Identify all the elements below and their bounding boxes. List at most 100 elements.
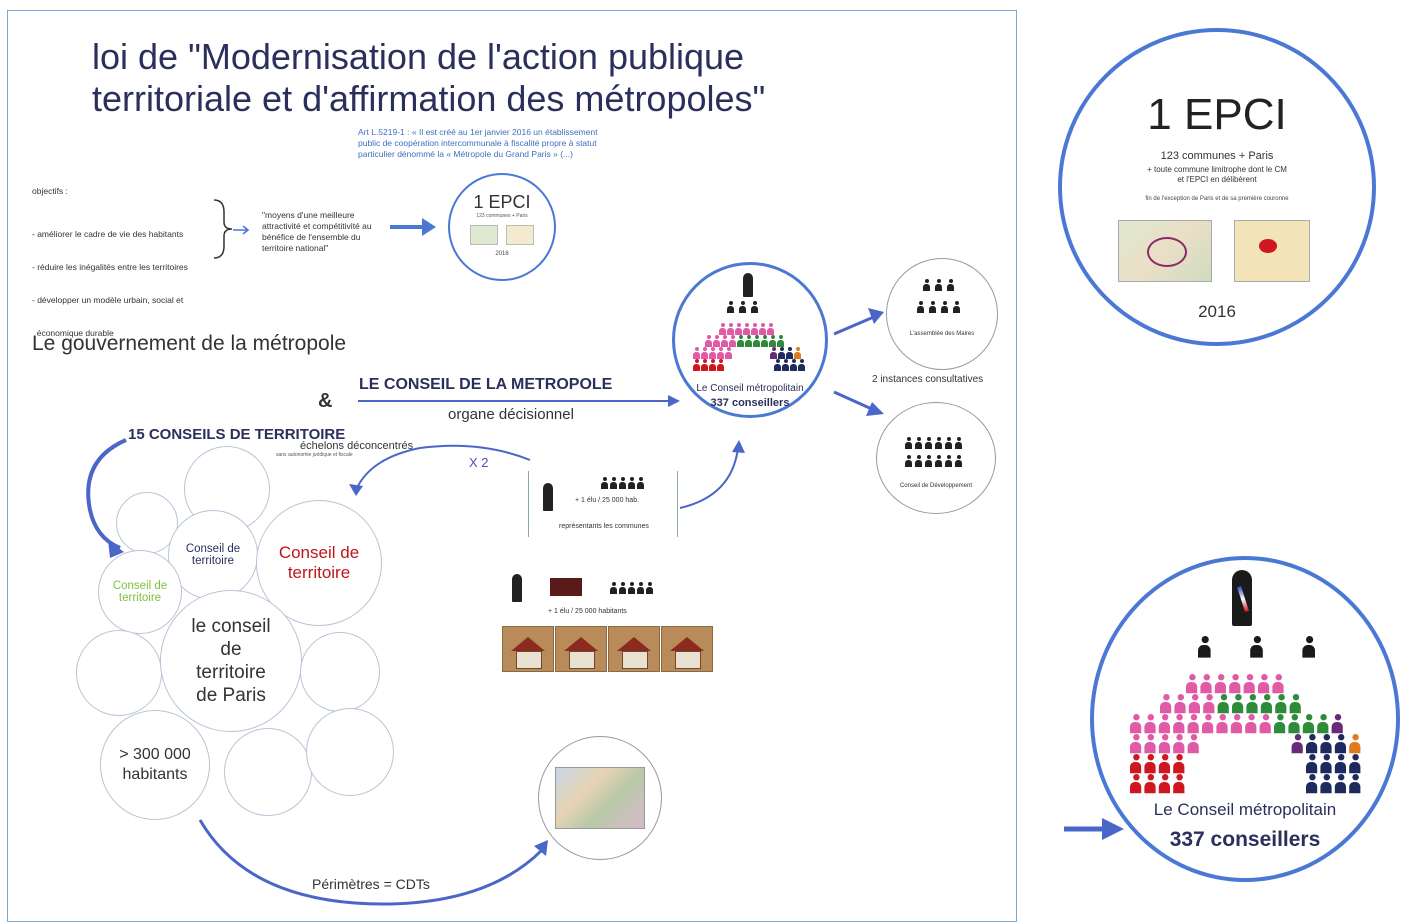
- epci-small-title: 1 EPCI: [473, 191, 531, 212]
- brace-icon: [213, 199, 233, 259]
- ct1-label: Conseil de territoire: [185, 543, 241, 567]
- arrow-to-cm-icon: [358, 395, 680, 407]
- consult-arrows: [833, 308, 884, 416]
- instances-label: 2 instances consultatives: [872, 374, 984, 385]
- territory-bubble-ct2[interactable]: Conseil de territoire: [256, 500, 382, 626]
- article-text: Art L.5219-1 : « Il est créé au 1er janv…: [358, 127, 598, 159]
- mayor-figure: [543, 483, 553, 511]
- echelons-sub: sans autonomie juridique et fiscale: [276, 452, 353, 458]
- territory-bubble[interactable]: [300, 632, 380, 712]
- idf-map-image: [1118, 220, 1212, 282]
- title-line-1: loi de "Modernisation de l'action publiq…: [92, 36, 745, 77]
- cm-label: Le Conseil métropolitain: [696, 383, 804, 394]
- objectifs-quote: "moyens d'une meilleure attractivité et …: [262, 210, 372, 253]
- paris-map-image: [1234, 220, 1310, 282]
- vice-figures: [727, 301, 758, 313]
- territory-bubble[interactable]: [76, 630, 162, 716]
- elu-ratio-1: + 1 élu / 25 000 hab.: [575, 497, 640, 504]
- dev-figures: [905, 455, 962, 467]
- territory-bubble[interactable]: [306, 708, 394, 796]
- representants-label: représentants les communes: [559, 523, 649, 530]
- echelons-label: échelons déconcentrés: [300, 440, 414, 452]
- cm-big-circle[interactable]: Le Conseil métropolitain 337 conseillers: [1090, 556, 1400, 882]
- assemblee-label: L'assemblée des Maires: [909, 331, 975, 337]
- slide-frame: [7, 10, 1017, 922]
- cm-count: 337 conseillers: [710, 397, 790, 409]
- perimetres-arrow: [198, 819, 548, 906]
- epci-small-line: 123 communes + Paris: [476, 212, 528, 219]
- epci-big-line2: + toute commune limitrophe dont le CM: [1147, 165, 1287, 174]
- map-thumb: [506, 224, 534, 245]
- arrow-up-icon: [679, 440, 745, 509]
- president-figure: [743, 273, 753, 297]
- seats-big-row: [1130, 714, 1343, 733]
- cm-big-label: Le Conseil métropolitain: [1153, 800, 1337, 819]
- house-icon: [608, 626, 660, 672]
- curved-arrows: [86, 438, 531, 558]
- vice-big-figures: [1198, 636, 1315, 658]
- hab-label: > 300 000 habitants: [119, 746, 191, 783]
- seats-row: [693, 359, 805, 371]
- objectif-item: - améliorer le cadre de vie des habitant…: [32, 229, 184, 239]
- paris-label: le conseil de territoire de Paris: [191, 616, 271, 706]
- conseil-dev-label: Conseil de Développement: [899, 483, 973, 489]
- perimetres-label: Périmètres = CDTs: [312, 876, 430, 892]
- arrow-right-icon: [233, 225, 250, 235]
- ct3-label: Conseil de territoire: [112, 580, 168, 604]
- x2-label: X 2: [469, 455, 489, 470]
- territory-bubble[interactable]: [224, 728, 312, 816]
- epci-big-year: 2016: [1198, 302, 1236, 321]
- president-big-figure: [1232, 570, 1252, 626]
- conseil-metropole-label: LE CONSEIL DE LA METROPOLE: [359, 376, 613, 393]
- seats-row: [719, 323, 774, 335]
- territory-bubble-paris[interactable]: le conseil de territoire de Paris: [160, 590, 302, 732]
- cm-big-count: 337 conseillers: [1169, 828, 1321, 851]
- big-arrow-icon: [390, 218, 436, 236]
- seats-big-row: [1130, 734, 1361, 753]
- conseil-dev-circle[interactable]: Conseil de Développement: [876, 402, 996, 514]
- territory-bubble-hab[interactable]: > 300 000 habitants: [100, 710, 210, 820]
- cdt-map-image: [555, 767, 645, 829]
- mayor-figure-2: [512, 574, 522, 602]
- seats-big-row: [1186, 674, 1284, 693]
- seats-big-row: [1130, 754, 1361, 773]
- title-line-2: territoriale et d'affirmation des métrop…: [92, 78, 766, 119]
- epci-big-circle[interactable]: 1 EPCI 123 communes + Paris + toute comm…: [1058, 28, 1376, 346]
- page-title: loi de "Modernisation de l'action publiq…: [92, 36, 765, 120]
- organe-label: organe décisionnel: [448, 406, 574, 423]
- conseils-territoire-label: 15 CONSEILS DE TERRITOIRE: [128, 426, 346, 443]
- epci-big-title: 1 EPCI: [1147, 90, 1287, 139]
- epci-small-year: 2016: [495, 250, 509, 257]
- dev-figures: [905, 437, 962, 449]
- territory-bubble-ct3[interactable]: Conseil de territoire: [98, 550, 182, 634]
- epci-big-line3: et l'EPCI en délibèrent: [1177, 175, 1257, 184]
- seats-big-row: [1160, 694, 1301, 713]
- seats-row: [693, 347, 801, 359]
- seats-big-row: [1130, 774, 1361, 793]
- epci-big-line1: 123 communes + Paris: [1160, 150, 1274, 162]
- house-icon: [502, 626, 554, 672]
- arrow-into-cm-big-icon: [1064, 818, 1124, 840]
- maires-figures: [917, 301, 960, 313]
- elu-ratio-2: + 1 élu / 25 000 habitants: [548, 608, 627, 615]
- objectif-item: - développer un modèle urbain, social et: [32, 295, 184, 305]
- epci-small-circle[interactable]: 1 EPCI 123 communes + Paris 2016: [448, 173, 556, 281]
- objectif-item: économique durable: [32, 328, 114, 338]
- representants-box: + 1 élu / 25 000 hab. représentants les …: [528, 471, 678, 537]
- assemblee-circle[interactable]: L'assemblée des Maires: [886, 258, 998, 370]
- ct2-label: Conseil de territoire: [278, 543, 360, 582]
- house-icon: [661, 626, 713, 672]
- objectif-item: - réduire les inégalités entre les terri…: [32, 262, 188, 272]
- assembly-photo: [550, 578, 582, 596]
- elus-figures: [601, 477, 644, 489]
- territory-bubble-ct1[interactable]: Conseil de territoire: [168, 510, 258, 600]
- epci-big-line4: fin de l'exception de Paris et de sa pre…: [1145, 196, 1289, 202]
- maires-figures: [923, 279, 954, 291]
- gouvernement-heading: Le gouvernement de la métropole: [32, 332, 347, 355]
- conseil-metropolitain-circle[interactable]: Le Conseil métropolitain 337 conseillers: [672, 262, 828, 418]
- house-icon: [555, 626, 607, 672]
- objectifs-list: - améliorer le cadre de vie des habitant…: [32, 207, 188, 350]
- seats-row: [705, 335, 784, 347]
- map-thumb: [470, 224, 498, 245]
- cdt-map-circle[interactable]: [538, 736, 662, 860]
